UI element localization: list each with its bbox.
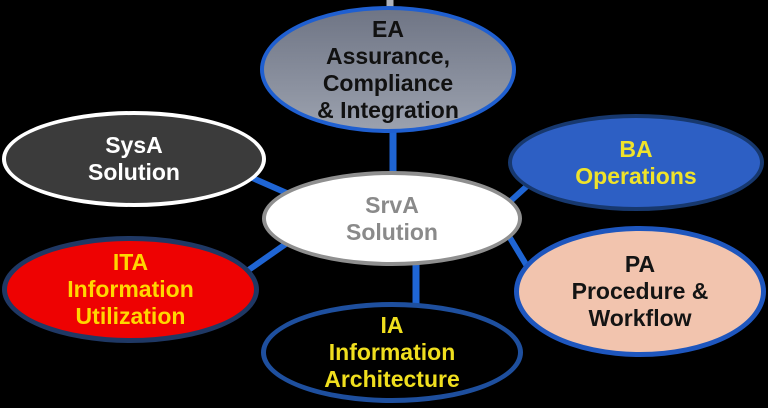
node-ea-abbr: EA: [372, 15, 404, 42]
node-sysa-abbr: SysA: [105, 132, 163, 158]
node-pa-label: Workflow: [588, 305, 692, 331]
node-ea: EA Assurance, Compliance & Integration: [260, 6, 516, 133]
node-sysa: SysA Solution: [2, 111, 266, 207]
node-ita-abbr: ITA: [112, 249, 149, 275]
node-ia-abbr: IA: [380, 312, 404, 338]
node-srva: SrvA Solution: [262, 171, 522, 266]
node-ita: ITA Information Utilization: [2, 236, 259, 343]
node-ba: BA Operations: [508, 114, 764, 211]
node-pa-abbr: PA: [624, 251, 656, 277]
node-sysa-label: Solution: [88, 159, 180, 185]
node-pa-label: Procedure &: [571, 278, 709, 304]
node-ita-label: Information: [67, 276, 194, 302]
node-ita-label: Utilization: [75, 303, 186, 329]
node-srva-label: Solution: [346, 218, 438, 245]
node-ia: IA Information Architecture: [261, 302, 523, 403]
node-ia-label: Information: [328, 339, 456, 365]
node-ea-label: Compliance: [322, 69, 454, 96]
node-ba-label: Operations: [575, 162, 697, 189]
node-pa: PA Procedure & Workflow: [514, 226, 766, 357]
node-ba-abbr: BA: [619, 135, 653, 162]
node-srva-abbr: SrvA: [365, 191, 419, 218]
node-ea-label: & Integration: [317, 96, 459, 123]
node-ia-label: Architecture: [324, 366, 460, 392]
node-ea-label: Assurance,: [325, 42, 450, 69]
